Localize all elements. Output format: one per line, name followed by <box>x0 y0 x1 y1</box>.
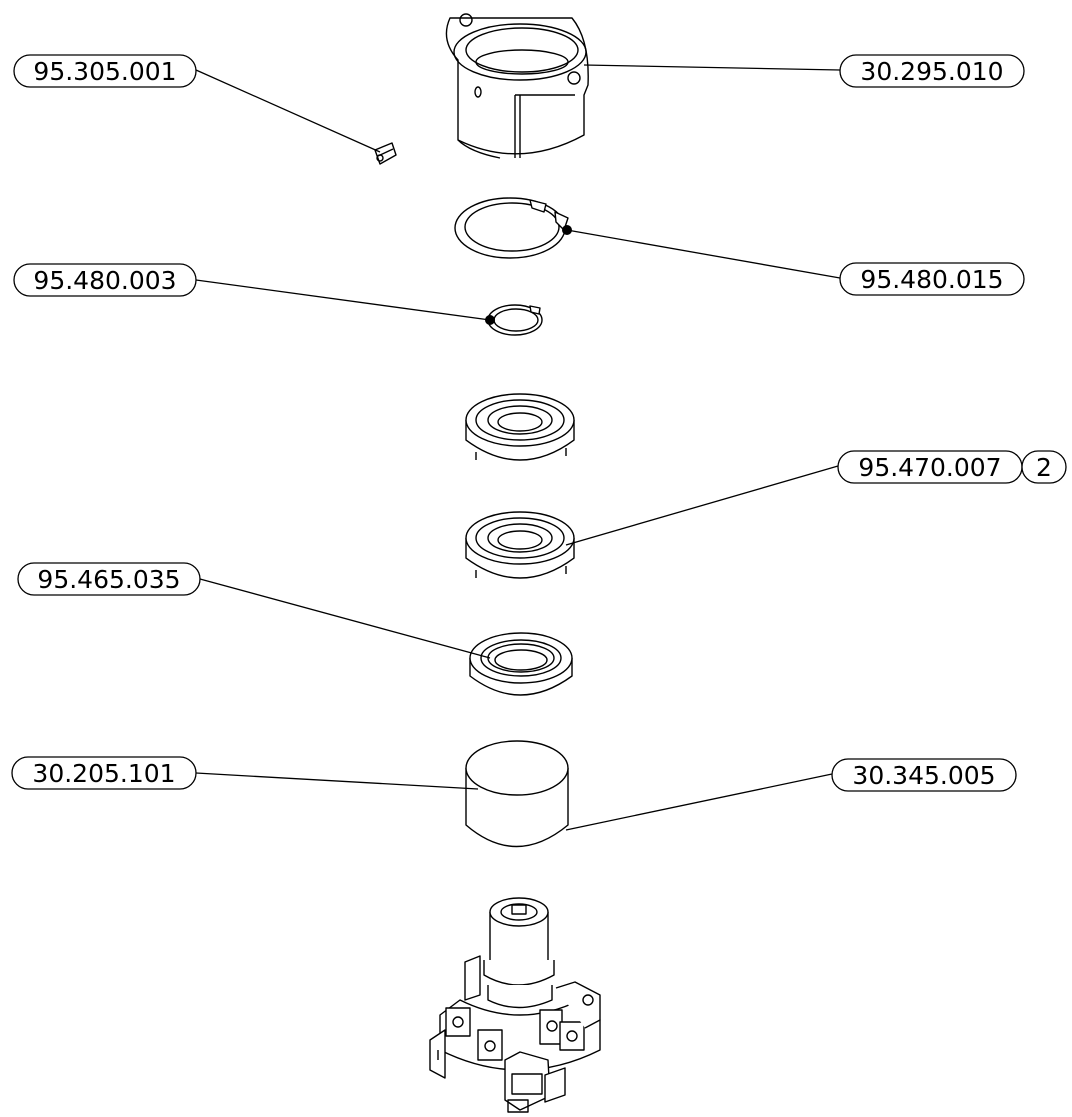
part-number-seal: 95.465.035 <box>37 565 180 594</box>
balloon-hub-shaft: 30.205.101 <box>11 756 197 790</box>
part-number-housing: 30.295.010 <box>860 57 1003 86</box>
balloon-grease-nipple: 95.305.001 <box>13 54 197 88</box>
part-number-large-circlip: 95.480.015 <box>860 265 1003 294</box>
leader-housing <box>583 64 841 71</box>
leader-large-circlip <box>566 229 841 279</box>
large-circlip-part <box>454 197 569 259</box>
part-number-grease-nipple: 95.305.001 <box>33 57 176 86</box>
leader-hub-shaft <box>195 772 479 790</box>
leader-bearing <box>565 465 839 546</box>
leader-grease-nipple <box>195 69 381 153</box>
bearing-bottom-part <box>465 511 575 579</box>
balloon-large-circlip: 95.480.015 <box>839 262 1025 296</box>
leader-small-circlip <box>195 279 491 321</box>
hub-shaft-part <box>429 897 601 1113</box>
seal-part <box>469 632 573 696</box>
grease-nipple-part <box>374 142 397 165</box>
bearing-quantity: 2 <box>1036 453 1052 482</box>
balloon-bearing: 95.470.007 2 <box>837 450 1067 484</box>
cap-part <box>465 740 569 848</box>
part-number-cap: 30.345.005 <box>852 761 995 790</box>
leader-dot-large-circlip <box>562 225 572 235</box>
balloon-small-circlip: 95.480.003 <box>13 263 197 297</box>
part-number-bearing: 95.470.007 <box>858 453 1001 482</box>
housing-part <box>445 13 589 159</box>
small-circlip-part <box>487 304 543 336</box>
leader-lines <box>195 64 841 831</box>
balloon-cap: 30.345.005 <box>831 758 1017 792</box>
leader-seal <box>199 578 491 659</box>
part-number-small-circlip: 95.480.003 <box>33 266 176 295</box>
part-number-hub-shaft: 30.205.101 <box>32 759 175 788</box>
leader-cap <box>565 773 833 831</box>
leader-dot-small-circlip <box>485 315 495 325</box>
bearing-top-part <box>465 393 575 461</box>
balloon-seal: 95.465.035 <box>17 562 201 596</box>
balloon-housing: 30.295.010 <box>839 54 1025 88</box>
